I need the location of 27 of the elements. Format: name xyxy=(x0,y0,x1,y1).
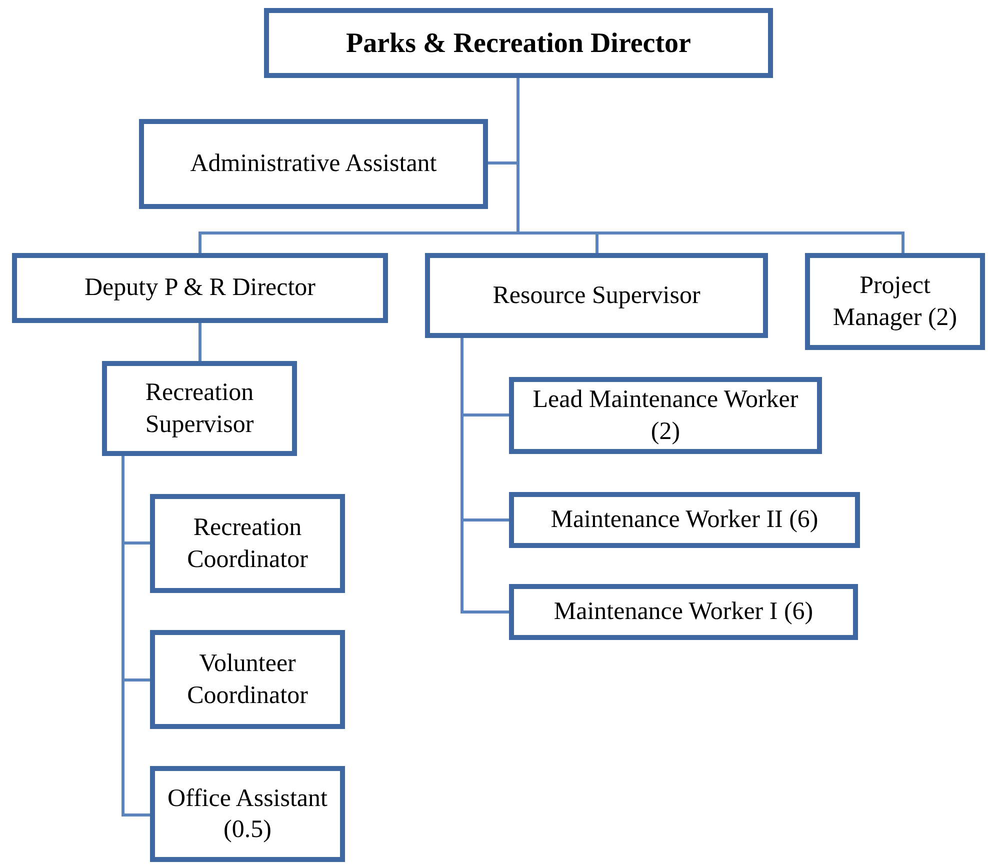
org-box xyxy=(150,630,345,729)
org-box xyxy=(425,253,768,338)
org-box xyxy=(12,253,388,323)
role-label: Deputy P & R Director xyxy=(84,273,316,304)
role-label: Lead Maintenance Worker (2) xyxy=(532,385,800,446)
org-box xyxy=(102,361,297,456)
org-box xyxy=(150,494,345,593)
role-label: Resource Supervisor xyxy=(492,280,700,311)
connector-line xyxy=(198,323,202,361)
org-box xyxy=(805,253,985,350)
role-label: Maintenance Worker I (6) xyxy=(554,597,814,628)
org-box xyxy=(150,766,345,862)
connector-line xyxy=(460,338,509,614)
role-label: Maintenance Worker II (6) xyxy=(550,505,818,536)
title-text: Parks & Recreation Director xyxy=(346,26,691,60)
org-box xyxy=(509,584,858,640)
org-box xyxy=(509,377,822,454)
connector-line xyxy=(122,456,150,816)
org-box xyxy=(264,8,773,78)
role-label: Administrative Assistant xyxy=(190,149,437,180)
role-label: Volunteer Coordinator xyxy=(186,649,309,710)
role-label: Project Manager (2) xyxy=(832,271,958,332)
role-label: Office Assistant (0.5) xyxy=(166,784,328,845)
role-label: Recreation Supervisor xyxy=(144,378,255,440)
org-box xyxy=(139,119,488,209)
role-label: Recreation Coordinator xyxy=(186,513,309,574)
org-box xyxy=(509,492,860,548)
